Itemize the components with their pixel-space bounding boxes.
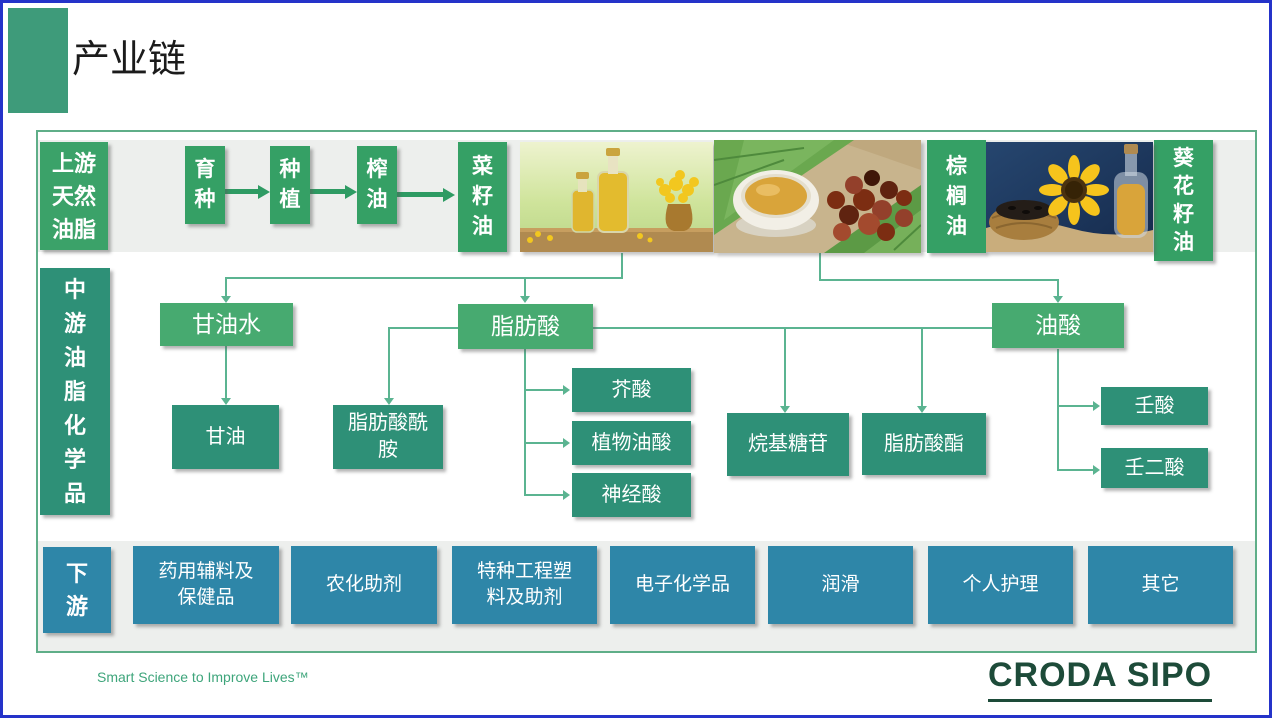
node-fatty-acid-amide: 脂肪酸酰 胺 [333, 405, 443, 469]
connector-line [921, 327, 923, 406]
node-nervonic-acid: 神经酸 [572, 473, 691, 517]
arrowhead [1093, 465, 1100, 475]
arrowhead [221, 398, 231, 405]
node-fatty-acid-ester: 脂肪酸酯 [862, 413, 986, 475]
node-azelaic-acid: 壬二酸 [1101, 448, 1208, 488]
node-glycerol: 甘油 [172, 405, 279, 469]
arrowhead [563, 438, 570, 448]
downstream-electronic-chemicals: 电子化学品 [610, 546, 755, 624]
title-accent-square [8, 8, 68, 113]
connector-line [524, 389, 563, 391]
node-erucic-acid: 芥酸 [572, 368, 691, 412]
process-arrow [397, 192, 443, 197]
node-alkyl-glycoside: 烷基糖苷 [727, 413, 849, 476]
process-breeding: 育 种 [185, 146, 225, 224]
connector-line [1057, 279, 1059, 296]
croda-sipo-logo: CRODA SIPO [988, 656, 1213, 702]
downstream-agrochemical-adjuvants: 农化助剂 [291, 546, 437, 624]
node-vegetable-oleic-acid: 植物油酸 [572, 421, 691, 465]
connector-line [819, 279, 1059, 281]
connector-line [388, 327, 390, 398]
oil-rapeseed: 菜 籽 油 [458, 142, 507, 252]
arrowhead [384, 398, 394, 405]
connector-line [524, 442, 563, 444]
process-arrow [310, 189, 345, 194]
downstream-engineering-plastics: 特种工程塑 料及助剂 [452, 546, 597, 624]
arrowhead [1053, 296, 1063, 303]
page-title: 产业链 [72, 39, 187, 81]
arrowhead [520, 296, 530, 303]
connector-line [621, 253, 623, 278]
connector-line [225, 346, 227, 398]
downstream-lubricants: 润滑 [768, 546, 913, 624]
connector-line [524, 349, 526, 496]
rapeseed-oil-photo [520, 142, 713, 252]
downstream-pharma-excipients: 药用辅料及 保健品 [133, 546, 279, 624]
oil-sunflower: 葵 花 籽 油 [1154, 140, 1213, 261]
arrowhead [1093, 401, 1100, 411]
connector-line [225, 277, 227, 296]
node-pelargonic-acid: 壬酸 [1101, 387, 1208, 425]
connector-line [784, 327, 786, 406]
node-fatty-acid: 脂肪酸 [458, 304, 593, 349]
connector-line [819, 253, 821, 279]
process-arrow [225, 189, 258, 194]
connector-line [225, 277, 623, 279]
arrowhead [221, 296, 231, 303]
connector-line [1057, 349, 1059, 470]
downstream-label: 下 游 [43, 547, 111, 633]
upstream-label: 上游 天然 油脂 [40, 142, 108, 250]
oil-palm: 棕 榈 油 [927, 140, 986, 253]
sunflower-oil-photo [986, 142, 1153, 252]
node-oleic-acid: 油酸 [992, 303, 1124, 348]
brand-tagline: Smart Science to Improve Lives™ [97, 669, 309, 685]
arrowhead [780, 406, 790, 413]
process-oil-pressing: 榨 油 [357, 146, 397, 224]
connector-line [388, 327, 458, 329]
connector-line [1057, 469, 1093, 471]
connector-line [524, 494, 563, 496]
downstream-others: 其它 [1088, 546, 1233, 624]
arrowhead [563, 385, 570, 395]
connector-line [1057, 405, 1093, 407]
palm-oil-photo [714, 140, 921, 253]
process-planting: 种 植 [270, 146, 310, 224]
arrowhead [917, 406, 927, 413]
downstream-personal-care: 个人护理 [928, 546, 1073, 624]
arrowhead [563, 490, 570, 500]
midstream-label: 中 游 油 脂 化 学 品 [40, 268, 110, 515]
connector-line [593, 327, 992, 329]
node-glycerol-water: 甘油水 [160, 303, 293, 346]
connector-line [524, 277, 526, 296]
